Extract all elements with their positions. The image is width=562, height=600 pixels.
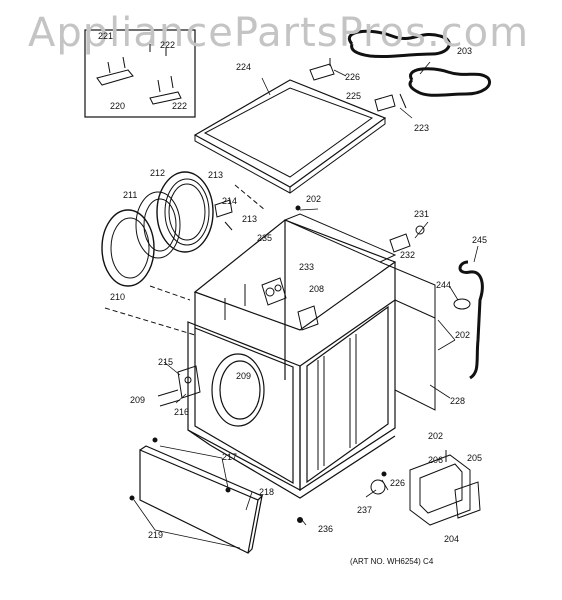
leader-lines bbox=[104, 184, 266, 336]
callout-209-door: 209 bbox=[236, 371, 252, 381]
callout-206: 206 bbox=[428, 455, 444, 465]
callout-226-top: 226 bbox=[345, 72, 361, 82]
callout-209: 209 bbox=[130, 395, 146, 405]
water-valve bbox=[261, 277, 319, 331]
callout-215: 215 bbox=[158, 357, 174, 367]
top-panel bbox=[193, 79, 387, 194]
callout-223: 223 bbox=[414, 123, 430, 133]
callout-236: 236 bbox=[318, 524, 334, 534]
callout-219: 219 bbox=[148, 530, 164, 540]
callout-231: 231 bbox=[414, 209, 430, 219]
callout-221: 221 bbox=[98, 31, 114, 41]
callout-213-top: 213 bbox=[208, 170, 224, 180]
callout-244: 244 bbox=[436, 280, 452, 290]
control-board bbox=[409, 450, 481, 526]
callout-202-bottom: 202 bbox=[428, 431, 444, 441]
callout-222-top: 222 bbox=[160, 40, 176, 50]
callout-237: 237 bbox=[357, 505, 373, 515]
callout-217: 217 bbox=[222, 452, 238, 462]
hose-clamp bbox=[453, 298, 471, 310]
inset-bracket-box bbox=[84, 29, 196, 118]
top-brackets bbox=[309, 58, 407, 112]
callout-210: 210 bbox=[110, 292, 126, 302]
cabinet-ribs bbox=[224, 284, 357, 470]
callout-216: 216 bbox=[174, 407, 190, 417]
motor-connector bbox=[370, 479, 386, 495]
rear-brace bbox=[283, 213, 436, 411]
callout-218: 218 bbox=[259, 487, 275, 497]
callout-245: 245 bbox=[472, 235, 488, 245]
callout-204: 204 bbox=[444, 534, 460, 544]
cabinet bbox=[187, 219, 397, 499]
callout-202-right: 202 bbox=[455, 330, 471, 340]
callout-232: 232 bbox=[400, 250, 416, 260]
callout-235: 235 bbox=[257, 233, 273, 243]
callout-208: 208 bbox=[309, 284, 325, 294]
callout-213: 213 bbox=[242, 214, 258, 224]
callout-leaders bbox=[133, 61, 479, 549]
callout-214: 214 bbox=[222, 196, 238, 206]
drain-hose bbox=[458, 260, 484, 380]
callout-228: 228 bbox=[450, 396, 466, 406]
callout-211: 211 bbox=[123, 190, 138, 200]
art-number: (ART NO. WH6254) C4 bbox=[350, 557, 434, 566]
callout-220: 220 bbox=[110, 101, 126, 111]
watermark-text: AppliancePartsPros.com bbox=[28, 10, 530, 56]
callout-212: 212 bbox=[150, 168, 166, 178]
callout-225: 225 bbox=[346, 91, 362, 101]
callout-233: 233 bbox=[299, 262, 315, 272]
callout-222: 222 bbox=[172, 101, 188, 111]
callout-203: 203 bbox=[457, 46, 473, 56]
door-assembly bbox=[101, 171, 233, 287]
callout-224: 224 bbox=[236, 62, 252, 72]
callout-226: 226 bbox=[390, 478, 406, 488]
pressure-switch bbox=[389, 225, 425, 253]
callout-202-top: 202 bbox=[306, 194, 322, 204]
inlet-hoses bbox=[348, 29, 491, 97]
callout-205: 205 bbox=[467, 453, 483, 463]
door-lock bbox=[157, 365, 201, 407]
kick-panel bbox=[139, 445, 264, 554]
